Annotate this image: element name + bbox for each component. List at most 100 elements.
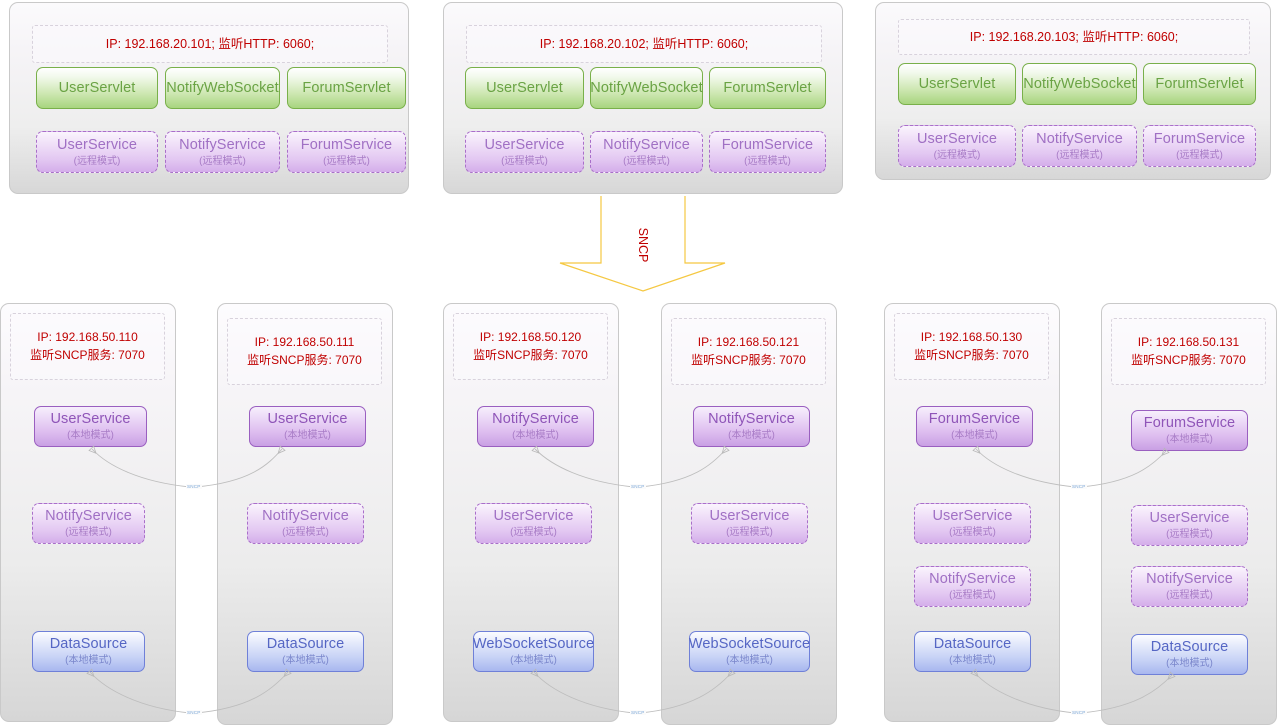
ip-header: IP: 192.168.50.121 监听SNCP服务: 7070: [671, 318, 826, 385]
node-label: UserService: [932, 508, 1013, 525]
ip-header: IP: 192.168.20.101; 监听HTTP: 6060;: [32, 25, 388, 63]
node-mode: (本地模式): [1166, 658, 1213, 670]
node-userservice-remote[interactable]: UserService (远程模式): [36, 131, 158, 173]
node-datasource-local[interactable]: DataSource (本地模式): [1131, 634, 1248, 675]
node-mode: (远程模式): [1166, 529, 1213, 541]
node-mode: (远程模式): [726, 527, 773, 539]
node-mode: (本地模式): [951, 430, 998, 442]
node-notifywebsocket[interactable]: NotifyWebSocket: [165, 67, 280, 109]
node-notifywebsocket[interactable]: NotifyWebSocket: [590, 67, 703, 109]
ip-header-line: IP: 192.168.20.102; 监听HTTP: 6060;: [539, 36, 749, 51]
node-notifywebsocket[interactable]: NotifyWebSocket: [1022, 63, 1137, 105]
link-label-b-bottom: SNCP: [630, 710, 646, 715]
ip-port: 监听SNCP服务: 7070: [247, 352, 362, 367]
node-mode: (本地模式): [1166, 434, 1213, 446]
node-userservlet[interactable]: UserServlet: [36, 67, 158, 109]
node-label: NotifyWebSocket: [166, 79, 279, 96]
node-notifyservice-remote[interactable]: NotifyService (远程模式): [165, 131, 280, 173]
node-notifyservice-remote[interactable]: NotifyService (远程模式): [32, 503, 145, 544]
node-userservice-local[interactable]: UserService (本地模式): [34, 406, 147, 447]
ip-header: IP: 192.168.50.110 监听SNCP服务: 7070: [10, 313, 165, 380]
bottom-panel-131: IP: 192.168.50.131 监听SNCP服务: 7070 ForumS…: [1101, 303, 1277, 725]
node-notifyservice-remote[interactable]: NotifyService (远程模式): [1131, 566, 1248, 607]
node-mode: (远程模式): [199, 155, 246, 167]
node-datasource-local[interactable]: DataSource (本地模式): [32, 631, 145, 672]
node-mode: (远程模式): [65, 527, 112, 539]
node-userservice-remote[interactable]: UserService (远程模式): [914, 503, 1031, 544]
node-userservice-remote[interactable]: UserService (远程模式): [691, 503, 808, 544]
node-forumservice-remote[interactable]: ForumService (远程模式): [709, 131, 826, 173]
ip-address: IP: 192.168.50.110: [37, 330, 138, 345]
node-label: UserService: [916, 130, 998, 147]
node-notifyservice-remote[interactable]: NotifyService (远程模式): [590, 131, 703, 173]
node-mode: (本地模式): [512, 430, 559, 442]
link-label-c-top: SNCP: [1071, 484, 1087, 489]
node-forumservice-remote[interactable]: ForumService (远程模式): [287, 131, 406, 173]
node-label: DataSource: [266, 636, 345, 653]
node-label: ForumServlet: [302, 79, 391, 96]
node-mode: (本地模式): [284, 430, 331, 442]
node-mode: (远程模式): [623, 155, 670, 167]
node-forumservice-remote[interactable]: ForumService (远程模式): [1143, 125, 1256, 167]
ip-address: IP: 192.168.50.121: [697, 335, 800, 350]
node-label: NotifyWebSocket: [1023, 75, 1136, 92]
ip-address: IP: 192.168.50.120: [479, 330, 582, 345]
node-notifyservice-local[interactable]: NotifyService (本地模式): [693, 406, 810, 447]
node-label: DataSource: [933, 636, 1012, 653]
node-userservlet[interactable]: UserServlet: [898, 63, 1016, 105]
node-label: UserService: [493, 508, 574, 525]
bottom-panel-120: IP: 192.168.50.120 监听SNCP服务: 7070 Notify…: [443, 303, 619, 722]
node-label: ForumService: [1143, 415, 1236, 432]
node-label: UserService: [267, 411, 348, 428]
node-label: WebSocketSource: [688, 636, 811, 653]
node-mode: (远程模式): [949, 590, 996, 602]
node-label: ForumServlet: [723, 79, 812, 96]
node-datasource-local[interactable]: DataSource (本地模式): [914, 631, 1031, 672]
ip-address: IP: 192.168.50.131: [1137, 335, 1240, 350]
node-mode: (远程模式): [744, 155, 791, 167]
node-forumservlet[interactable]: ForumServlet: [287, 67, 406, 109]
node-mode: (本地模式): [282, 655, 329, 667]
node-forumservlet[interactable]: ForumServlet: [709, 67, 826, 109]
node-websocketsource-local[interactable]: WebSocketSource (本地模式): [689, 631, 810, 672]
node-forumservice-local[interactable]: ForumService (本地模式): [916, 406, 1033, 447]
node-label: ForumService: [928, 411, 1021, 428]
node-userservice-remote[interactable]: UserService (远程模式): [475, 503, 592, 544]
node-label: NotifyService: [603, 136, 690, 153]
node-mode: (远程模式): [323, 155, 370, 167]
node-mode: (本地模式): [726, 655, 773, 667]
node-notifyservice-remote[interactable]: NotifyService (远程模式): [1022, 125, 1137, 167]
node-label: UserService: [484, 136, 565, 153]
node-forumservlet[interactable]: ForumServlet: [1143, 63, 1256, 105]
node-mode: (远程模式): [1166, 590, 1213, 602]
node-userservlet[interactable]: UserServlet: [465, 67, 584, 109]
node-notifyservice-remote[interactable]: NotifyService (远程模式): [247, 503, 364, 544]
ip-port: 监听SNCP服务: 7070: [1131, 352, 1246, 367]
node-label: DataSource: [49, 636, 128, 653]
node-notifyservice-remote[interactable]: NotifyService (远程模式): [914, 566, 1031, 607]
node-userservice-remote[interactable]: UserService (远程模式): [465, 131, 584, 173]
node-userservice-remote[interactable]: UserService (远程模式): [1131, 505, 1248, 546]
ip-header: IP: 192.168.20.103; 监听HTTP: 6060;: [898, 19, 1250, 55]
ip-header: IP: 192.168.50.130 监听SNCP服务: 7070: [894, 313, 1049, 380]
node-userservice-local[interactable]: UserService (本地模式): [249, 406, 366, 447]
node-datasource-local[interactable]: DataSource (本地模式): [247, 631, 364, 672]
node-forumservice-local[interactable]: ForumService (本地模式): [1131, 410, 1248, 451]
node-label: NotifyService: [1146, 571, 1233, 588]
ip-address: IP: 192.168.50.130: [920, 330, 1023, 345]
node-mode: (本地模式): [67, 430, 114, 442]
node-mode: (远程模式): [510, 527, 557, 539]
bottom-panel-110: IP: 192.168.50.110 监听SNCP服务: 7070 UserSe…: [0, 303, 176, 722]
top-panel-2: IP: 192.168.20.102; 监听HTTP: 6060; UserSe…: [443, 2, 843, 194]
node-label: UserServlet: [58, 79, 136, 96]
bottom-panel-121: IP: 192.168.50.121 监听SNCP服务: 7070 Notify…: [661, 303, 837, 725]
node-label: UserService: [709, 508, 790, 525]
top-panel-1: IP: 192.168.20.101; 监听HTTP: 6060; UserSe…: [9, 2, 409, 194]
node-label: ForumServlet: [1155, 75, 1244, 92]
node-label: WebSocketSource: [472, 636, 595, 653]
node-websocketsource-local[interactable]: WebSocketSource (本地模式): [473, 631, 594, 672]
node-userservice-remote[interactable]: UserService (远程模式): [898, 125, 1016, 167]
node-label: ForumService: [1153, 130, 1246, 147]
node-notifyservice-local[interactable]: NotifyService (本地模式): [477, 406, 594, 447]
link-label-a-bottom: SNCP: [186, 710, 202, 715]
